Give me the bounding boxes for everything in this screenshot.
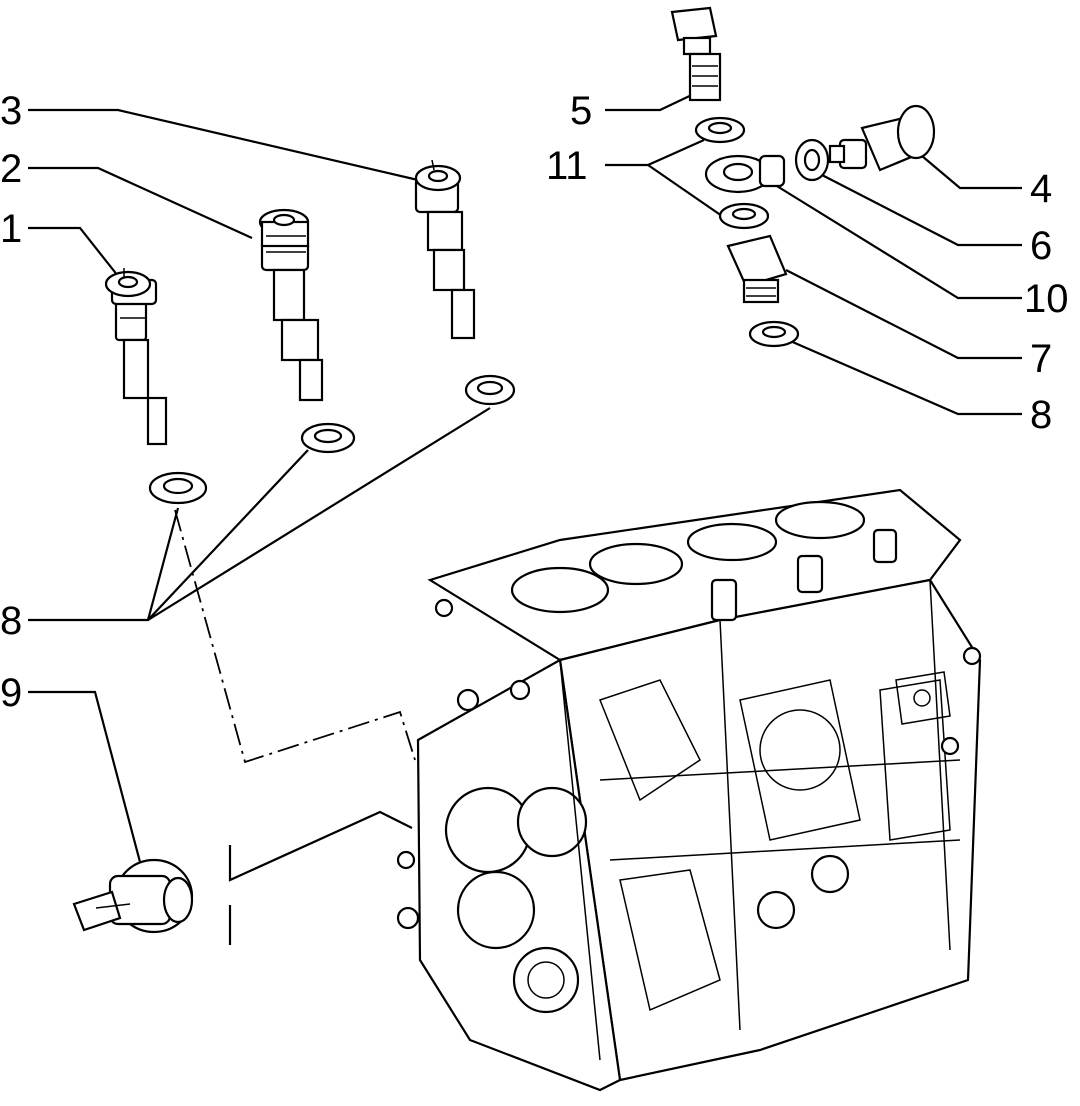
callout-1: 1 <box>0 207 22 251</box>
callout-11: 11 <box>546 144 588 188</box>
assembly-axis-line <box>174 509 416 764</box>
washer-11-bottom <box>718 202 770 230</box>
pressure-switch-9 <box>72 858 194 934</box>
bolt-5 <box>670 6 722 102</box>
washer-11-top <box>694 116 746 144</box>
section-marker <box>228 810 413 882</box>
banjo-fitting-10 <box>704 154 786 194</box>
callout-8-right: 8 <box>1030 393 1052 437</box>
callout-7: 7 <box>1030 337 1052 381</box>
washer-6 <box>794 138 830 182</box>
injector-3 <box>414 159 476 340</box>
callout-6: 6 <box>1030 224 1052 268</box>
callout-10: 10 <box>1024 277 1069 321</box>
callout-9: 9 <box>0 671 22 715</box>
union-nut-7 <box>726 234 788 304</box>
leader-lines <box>28 91 1022 863</box>
callout-labels: 1 2 3 8 9 5 11 4 6 10 7 8 <box>0 89 1069 715</box>
callout-3: 3 <box>0 89 22 133</box>
washer-8-left-c <box>464 374 516 406</box>
washer-8-left-b <box>300 422 356 454</box>
callout-5: 5 <box>570 89 592 133</box>
callout-4: 4 <box>1030 167 1052 211</box>
washer-8-left-a <box>148 471 208 505</box>
injector-2 <box>258 208 324 402</box>
sensor-4 <box>828 104 936 172</box>
engine-block <box>396 488 982 1092</box>
injector-1 <box>104 268 168 446</box>
callout-2: 2 <box>0 147 22 191</box>
washer-8-right <box>748 320 800 348</box>
callout-8-left: 8 <box>0 599 22 643</box>
